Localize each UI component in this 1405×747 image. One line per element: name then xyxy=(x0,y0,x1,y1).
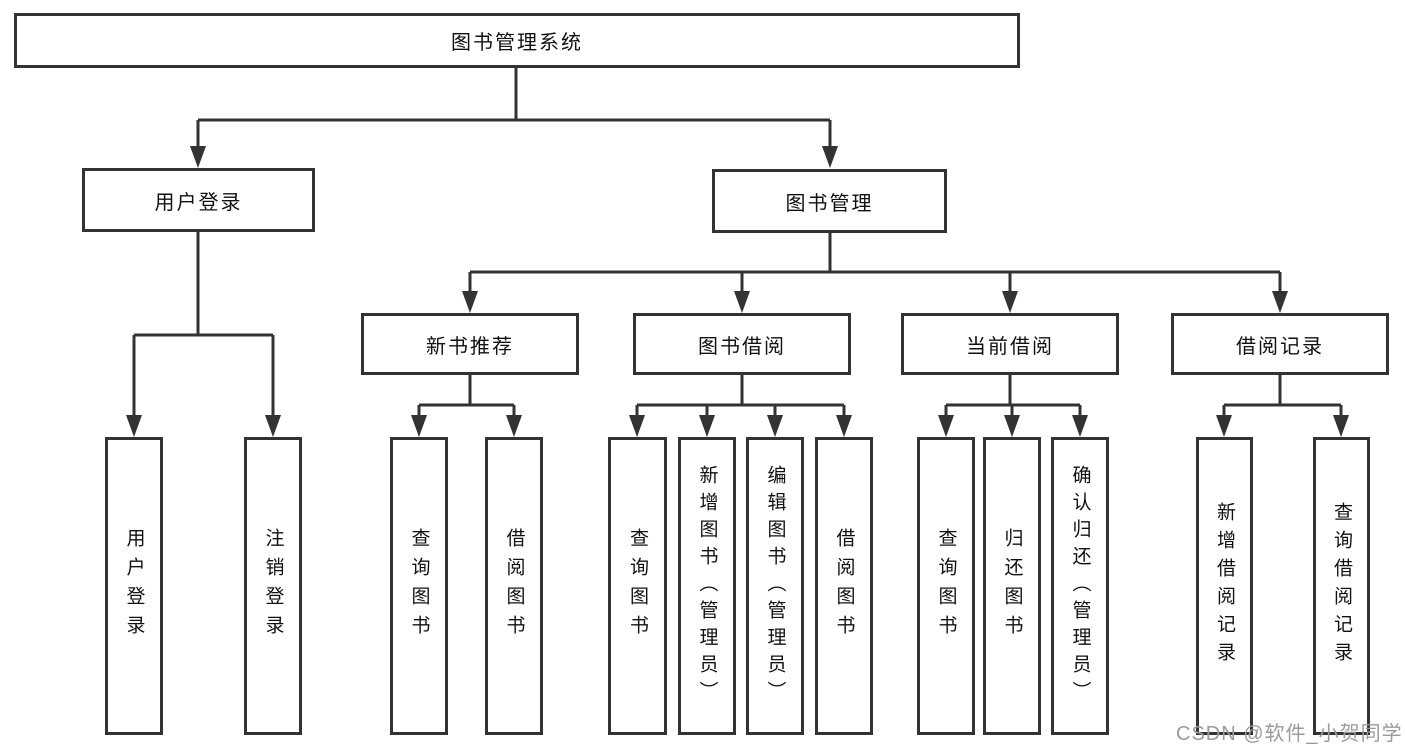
node-logout: 注销登录 xyxy=(244,437,302,735)
node-label: 图书借阅 xyxy=(698,335,786,358)
node-borrowing-records: 借阅记录 xyxy=(1171,313,1389,375)
node-label: 查询图书 xyxy=(408,528,430,644)
node-label: 编辑图书（管理员） xyxy=(764,464,786,708)
node-label: 图书管理 xyxy=(785,192,874,215)
node-query-books-current: 查询图书 xyxy=(917,437,975,735)
node-label: 当前借阅 xyxy=(966,335,1054,358)
node-label: 新书推荐 xyxy=(426,335,514,358)
node-confirm-return-admin: 确认归还（管理员） xyxy=(1051,437,1109,735)
node-label: 图书管理系统 xyxy=(451,32,583,54)
node-label: 借阅图书 xyxy=(833,528,855,644)
node-label: 用户登录 xyxy=(123,528,145,644)
node-label: 借阅记录 xyxy=(1236,335,1324,358)
csdn-watermark: CSDN @软件_小贺同学 xyxy=(1176,723,1403,745)
node-label: 新增借阅记录 xyxy=(1214,502,1235,670)
node-label: 查询图书 xyxy=(627,528,648,644)
node-library-system: 图书管理系统 xyxy=(14,13,1020,68)
node-label: 用户登录 xyxy=(154,191,243,214)
node-query-books-recommend: 查询图书 xyxy=(390,437,448,735)
node-current-borrowing: 当前借阅 xyxy=(901,313,1119,375)
node-user-login: 用户登录 xyxy=(82,168,315,232)
node-borrow-books-borrowing: 借阅图书 xyxy=(815,437,873,735)
node-label: 查询图书 xyxy=(935,528,957,644)
node-book-borrowing: 图书借阅 xyxy=(633,313,851,375)
node-return-books: 归还图书 xyxy=(983,437,1041,735)
node-add-book-admin: 新增图书（管理员） xyxy=(678,437,736,735)
node-new-book-recommend: 新书推荐 xyxy=(361,313,579,375)
node-add-borrow-record: 新增借阅记录 xyxy=(1196,437,1253,735)
node-edit-book-admin: 编辑图书（管理员） xyxy=(746,437,804,735)
node-user-login-leaf: 用户登录 xyxy=(105,437,163,735)
node-query-borrow-record: 查询借阅记录 xyxy=(1313,437,1370,735)
node-query-books-borrowing: 查询图书 xyxy=(608,437,667,735)
node-label: 借阅图书 xyxy=(503,528,525,644)
node-label: 查询借阅记录 xyxy=(1331,502,1352,670)
node-label: 归还图书 xyxy=(1001,528,1023,644)
node-book-management: 图书管理 xyxy=(712,169,947,233)
node-label: 确认归还（管理员） xyxy=(1069,464,1091,708)
node-label: 注销登录 xyxy=(262,528,284,644)
node-borrow-books-recommend: 借阅图书 xyxy=(485,437,543,735)
node-label: 新增图书（管理员） xyxy=(696,464,718,708)
